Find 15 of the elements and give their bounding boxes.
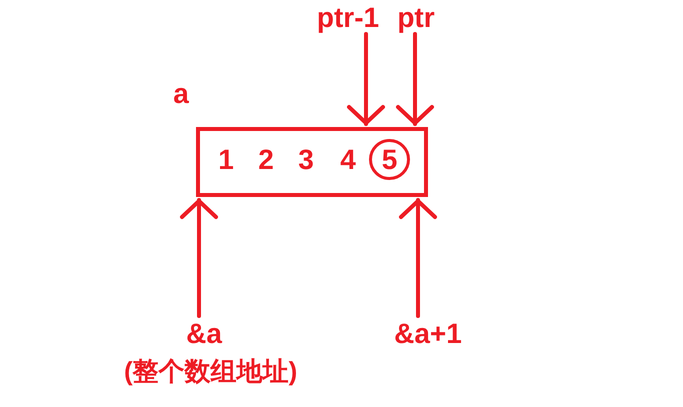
circled-element: 5 [369, 139, 410, 180]
element-value: 3 [297, 144, 315, 176]
pointer-label: ptr-1 [311, 2, 385, 34]
address-note: (整个数组地址) [124, 355, 298, 388]
array-name-label: a [172, 78, 190, 110]
arrow [180, 198, 218, 318]
pointer-label: ptr [393, 2, 439, 34]
element-value: 2 [257, 144, 275, 176]
arrow [347, 32, 385, 126]
element-value: 1 [217, 144, 235, 176]
address-label: &a [182, 318, 226, 350]
arrow [396, 32, 434, 126]
address-label: &a+1 [388, 318, 468, 350]
element-value: 4 [339, 144, 357, 176]
arrow [399, 198, 437, 318]
